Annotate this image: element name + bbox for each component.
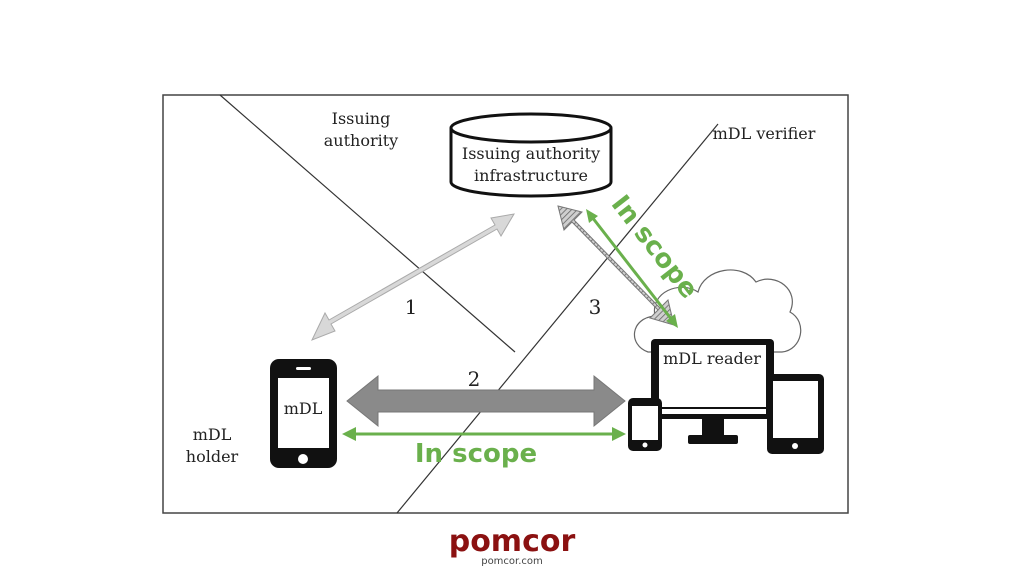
- phone-icon-holder: [270, 359, 337, 468]
- infrastructure-label-line1: Issuing authority: [462, 144, 600, 163]
- in-scope-label-horizontal: In scope: [415, 439, 537, 469]
- flow-arrow-2: [346, 374, 626, 428]
- flow-arrow-1: [310, 213, 515, 341]
- tablet-icon: [767, 374, 824, 454]
- scope-arrow-horizontal: [342, 427, 626, 441]
- flow-number-3: 3: [589, 295, 602, 319]
- small-phone-icon: [628, 398, 662, 451]
- mdl-holder-label-line2: holder: [186, 447, 239, 466]
- flow-number-2: 2: [468, 367, 481, 391]
- flow-number-1: 1: [405, 295, 418, 319]
- issuing-authority-label-line1: Issuing: [332, 109, 391, 128]
- pomcor-url: pomcor.com: [481, 556, 543, 567]
- issuing-authority-label-line2: authority: [324, 131, 398, 150]
- mdl-reader-label: mDL reader: [663, 349, 761, 368]
- phone-screen-label: mDL: [284, 399, 323, 418]
- pomcor-logo: pomcor: [448, 524, 576, 559]
- infrastructure-label-line2: infrastructure: [474, 166, 588, 185]
- divider-line-holder: [219, 94, 516, 353]
- mdl-holder-label-line1: mDL: [193, 425, 232, 444]
- mdl-verifier-label: mDL verifier: [713, 124, 816, 143]
- divider-line-verifier: [396, 123, 719, 514]
- monitor-icon: [651, 339, 774, 444]
- scope-arrow-diagonal: [586, 209, 678, 328]
- database-icon: [449, 112, 613, 198]
